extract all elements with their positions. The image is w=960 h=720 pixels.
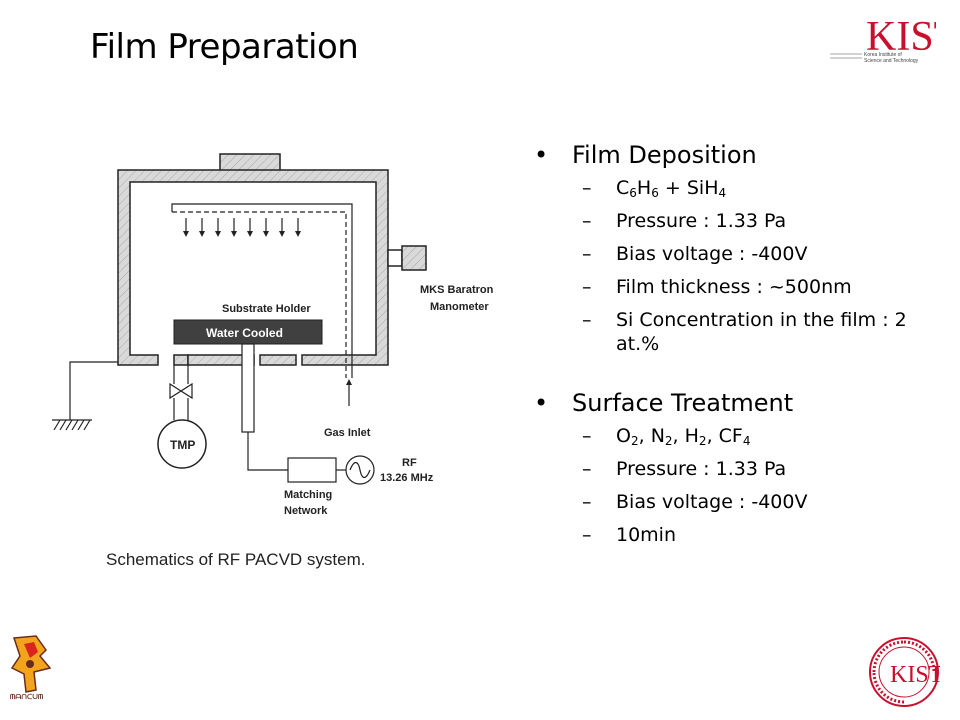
manometer-label-2: Manometer [430, 301, 489, 313]
sub-list: –C6H6 + SiH4 –Pressure : 1.33 Pa –Bias v… [582, 176, 944, 356]
ground-symbol [52, 361, 118, 431]
pump-line [169, 365, 193, 420]
bullet-dot: • [534, 389, 549, 417]
water-cooled-label: Water Cooled [206, 326, 283, 340]
rf-label-1: RF [402, 457, 417, 469]
kist-logo-icon: KIST [830, 14, 936, 60]
matching-label-2: Network [284, 505, 328, 517]
list-item: –Pressure : 1.33 Pa [582, 458, 787, 480]
kist-org-name: Korea Institute of Science and Technolog… [864, 52, 919, 64]
bullet-list: • Film Deposition –C6H6 + SiH4 –Pressure… [534, 138, 944, 577]
section-film-deposition: • Film Deposition –C6H6 + SiH4 –Pressure… [534, 138, 944, 356]
gas-shower [171, 203, 353, 406]
chamber-wall [117, 153, 389, 366]
rf-feed [247, 432, 375, 485]
manometer-port [387, 245, 427, 271]
manometer-label-1: MKS Baratron [420, 284, 494, 296]
list-item: –Bias voltage : -400V [582, 243, 808, 265]
rf-label-2: 13.26 MHz [380, 472, 434, 484]
mascot-logo-icon [10, 635, 52, 693]
section-heading: Surface Treatment [572, 389, 794, 417]
list-item: –Pressure : 1.33 Pa [582, 210, 787, 232]
kist-seal-icon: KIST [869, 637, 940, 707]
svg-text:KIST: KIST [890, 662, 940, 688]
section-heading: Film Deposition [572, 141, 757, 169]
list-item: –Film thickness : ~500nm [582, 276, 852, 298]
bullet-dot: • [534, 141, 549, 169]
substrate-holder-label: Substrate Holder [222, 303, 311, 315]
page-title: Film Preparation [90, 27, 359, 67]
matching-label-1: Matching [284, 489, 332, 501]
mascot-wordmark: ᗰᗩᑎᑕᑌᗰ [10, 694, 44, 701]
sub-list: –O2, N2, H2, CF4 –Pressure : 1.33 Pa –Bi… [582, 424, 944, 547]
section-surface-treatment: • Surface Treatment –O2, N2, H2, CF4 –Pr… [534, 386, 944, 547]
holder-shaft [241, 343, 255, 433]
list-item: –C6H6 + SiH4 [582, 177, 727, 200]
tmp-label: TMP [170, 438, 195, 452]
schematic-caption: Schematics of RF PACVD system. [106, 550, 366, 569]
list-item: –10min [582, 524, 677, 546]
list-item: –Bias voltage : -400V [582, 491, 808, 513]
list-item: –O2, N2, H2, CF4 [582, 425, 751, 448]
gas-inlet-label: Gas Inlet [324, 427, 371, 439]
list-item: –Si Concentration in the film : 2 at.% [582, 309, 907, 355]
rf-pacvd-schematic: MKS Baratron Manometer Gas Inlet Substra… [52, 153, 494, 517]
turbo-pump [157, 419, 207, 469]
svg-text:KIST: KIST [866, 14, 936, 60]
